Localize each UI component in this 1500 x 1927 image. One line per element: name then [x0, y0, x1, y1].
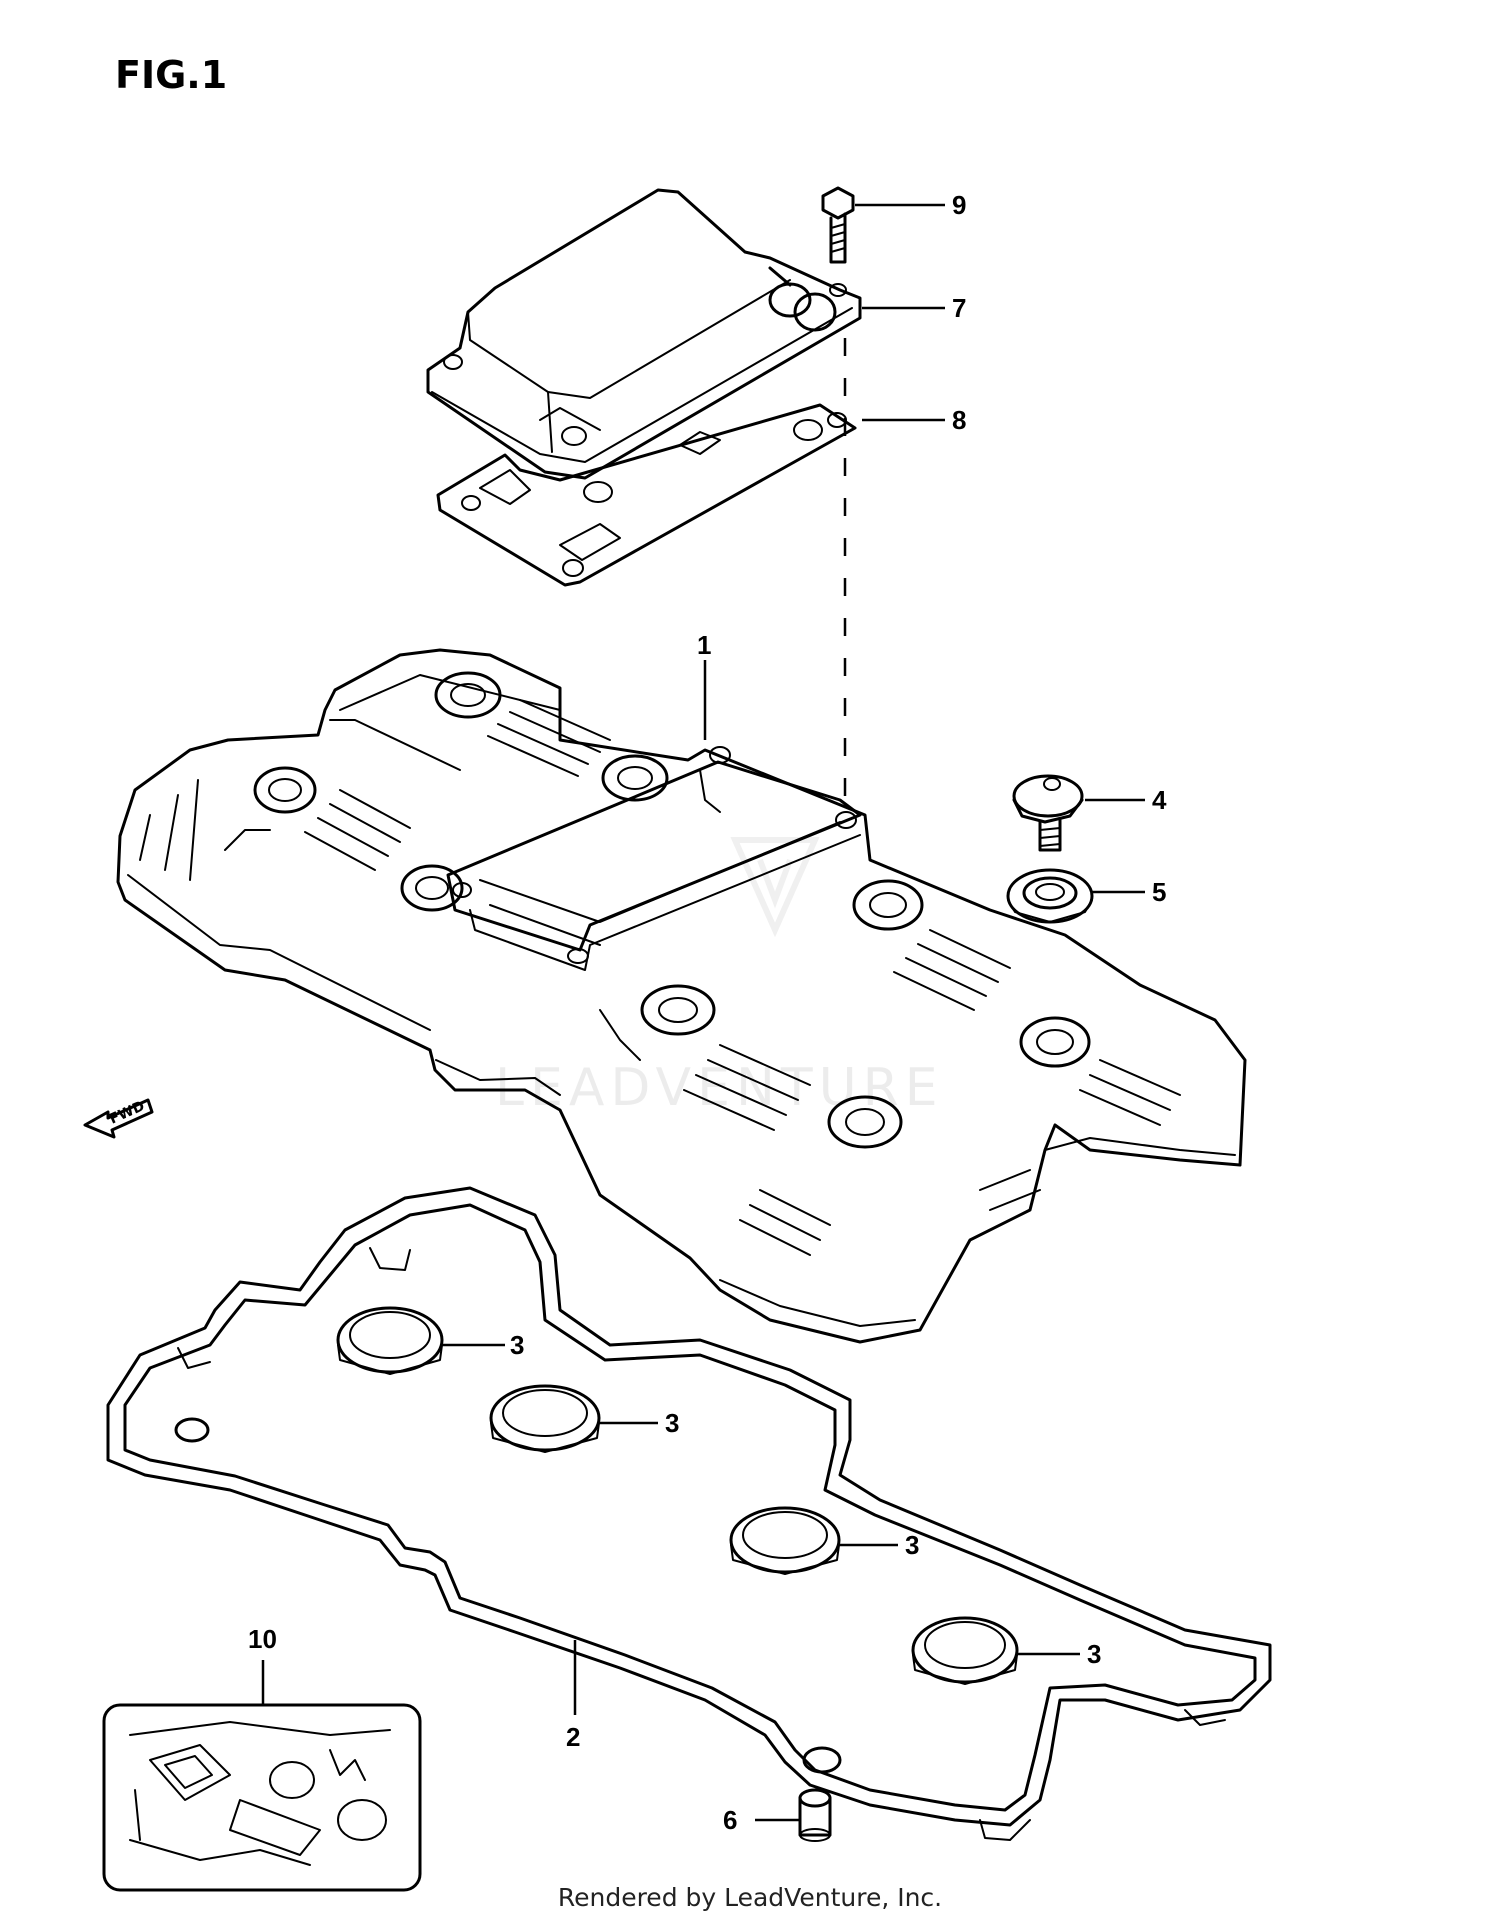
bolt: [821, 186, 855, 264]
o-ring: [729, 1506, 841, 1575]
callout-6: 6: [723, 1805, 737, 1835]
callout-10: 10: [248, 1624, 277, 1654]
o-ring: [336, 1306, 444, 1375]
o-ring: [489, 1384, 601, 1453]
forward-arrow: FWD: [83, 1098, 154, 1139]
dowel-pin: [798, 1788, 832, 1842]
cap-bolt: [1012, 774, 1084, 852]
figure-label: FIG.1: [115, 53, 227, 97]
callout-2: 2: [566, 1722, 580, 1752]
callout-3: 3: [510, 1330, 524, 1360]
callout-3: 3: [1087, 1639, 1101, 1669]
callout-5: 5: [1152, 877, 1166, 907]
o-ring: [911, 1616, 1019, 1685]
seal-washer: [1006, 868, 1094, 924]
callout-8: 8: [952, 405, 966, 435]
gasket-set: [102, 1703, 422, 1892]
callout-9: 9: [952, 190, 966, 220]
callout-7: 7: [952, 293, 966, 323]
callout-4: 4: [1152, 785, 1167, 815]
head-cover-gasket: [106, 1186, 1272, 1841]
breather-cover: [426, 188, 862, 480]
callout-1: 1: [697, 630, 711, 660]
footer-credit: Rendered by LeadVenture, Inc.: [558, 1883, 942, 1912]
callout-3: 3: [905, 1530, 919, 1560]
cylinder-head-cover: [116, 648, 1247, 1344]
callout-3: 3: [665, 1408, 679, 1438]
svg-text:LEADVENTURE: LEADVENTURE: [495, 1058, 944, 1118]
watermark: LEADVENTURE: [495, 837, 944, 1118]
leader-lines: [261, 203, 1145, 1822]
